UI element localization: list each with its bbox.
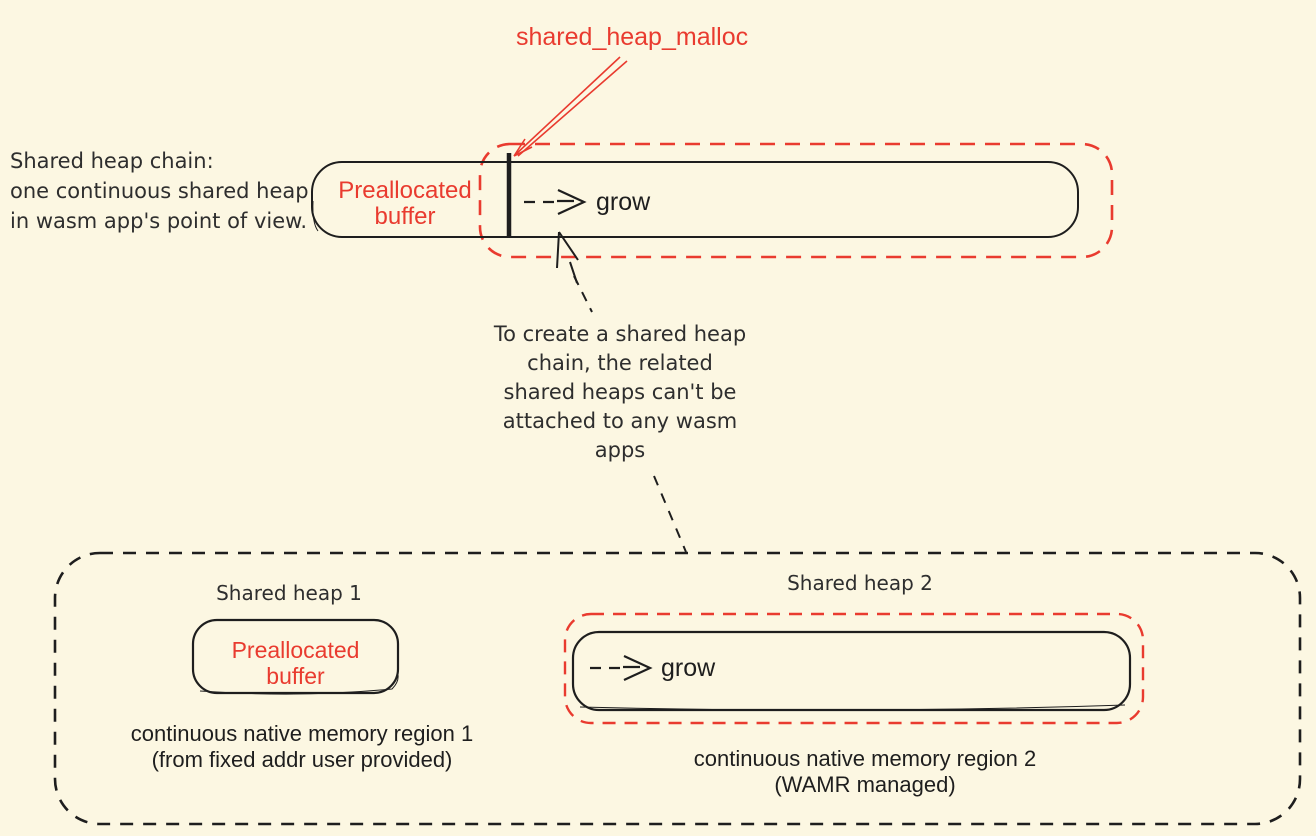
heap2-caption: continuous native memory region 2 (WAMR … — [693, 746, 1037, 797]
heap2-grow-label: grow — [661, 654, 716, 682]
shared-heap-malloc-label: shared_heap_malloc — [516, 23, 749, 51]
attach-note: To create a shared heap chain, the relat… — [493, 322, 747, 462]
heap2-dashed-box — [563, 612, 1145, 725]
grow-label: grow — [596, 188, 651, 216]
heap1-box — [191, 618, 400, 695]
heap2-grow-arrow — [590, 655, 653, 681]
heap2-title: Shared heap 2 — [787, 571, 933, 595]
grow-arrow — [524, 189, 587, 215]
connector-line-upper — [573, 275, 593, 313]
prealloc-buffer-label: Preallocated buffer — [338, 177, 472, 230]
heap1-title: Shared heap 1 — [216, 581, 362, 605]
chain-note: Shared heap chain: one continuous shared… — [10, 149, 309, 233]
malloc-arrow — [513, 56, 628, 157]
heap1-buffer-label: Preallocated buffer — [231, 637, 360, 689]
shared-heaps-group-box — [53, 551, 1302, 826]
heap1-caption: continuous native memory region 1 (from … — [130, 721, 474, 772]
connector-line-lower — [653, 475, 687, 553]
growable-region-dashed-box — [478, 142, 1114, 259]
heap2-box — [571, 630, 1132, 712]
heap-chain-box — [311, 161, 1079, 238]
